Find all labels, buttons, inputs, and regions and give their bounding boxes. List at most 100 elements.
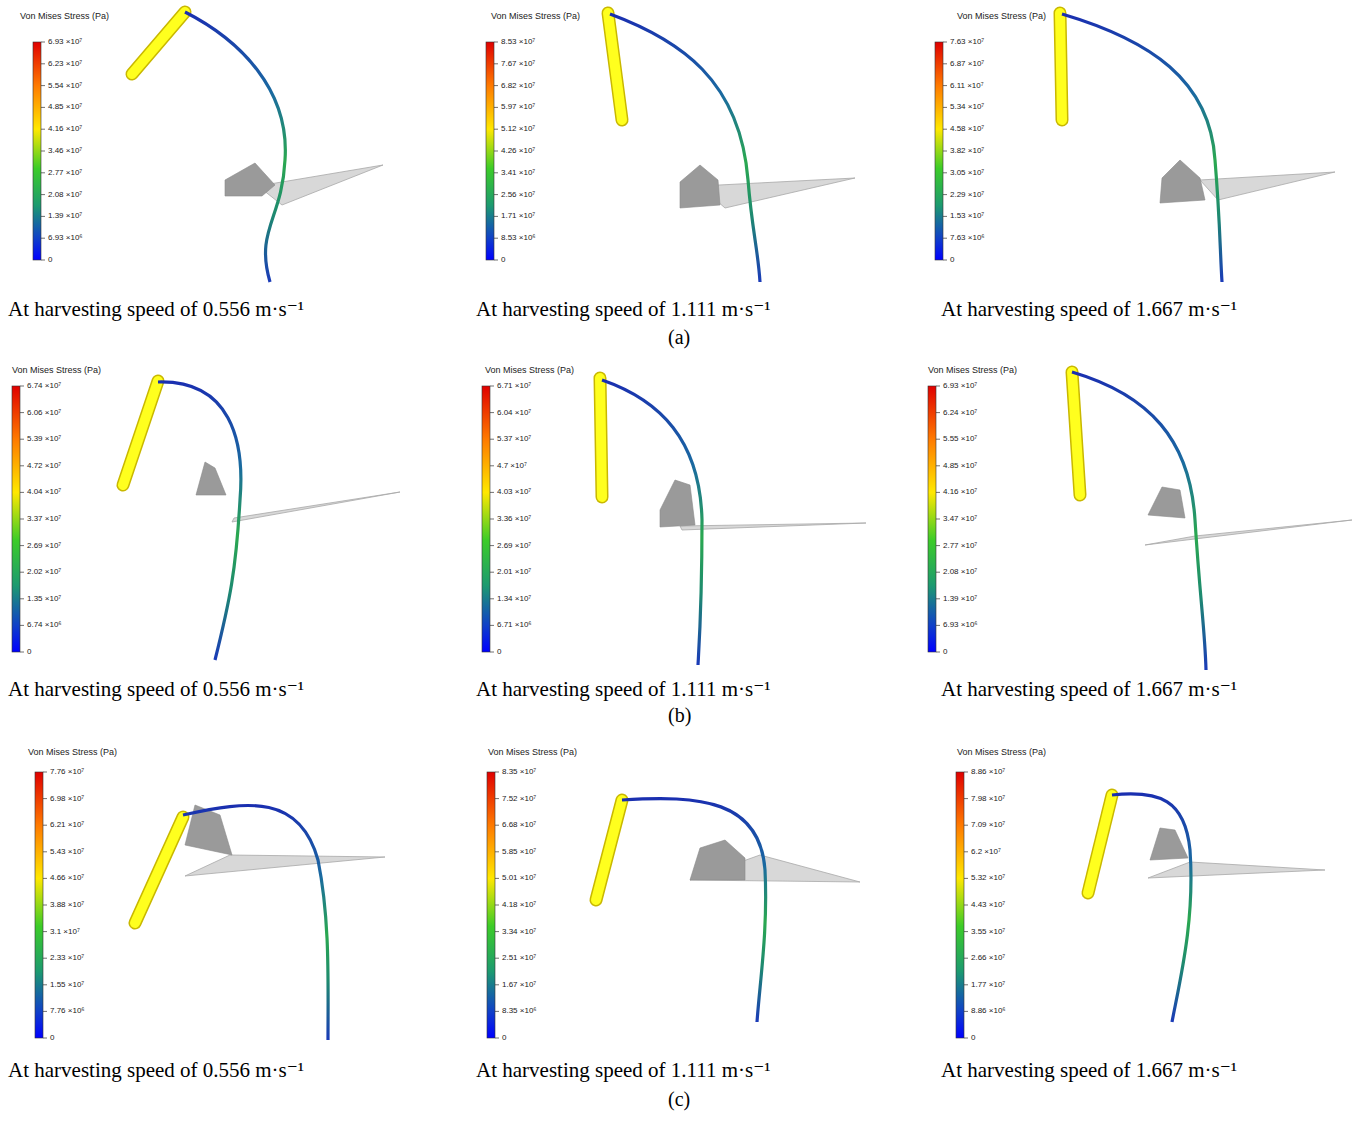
- colorbar-value: 7.63 ×10⁶: [950, 233, 985, 242]
- colorbar-tick-mark: [41, 194, 45, 195]
- colorbar-tick-mark: [490, 439, 494, 440]
- panel-caption: At harvesting speed of 1.667 m·s⁻¹: [941, 297, 1237, 322]
- colorbar-value: 3.46 ×10⁷: [48, 146, 82, 155]
- colorbar-value: 5.97 ×10⁷: [501, 102, 535, 111]
- colorbar-tick-mark: [936, 572, 940, 573]
- reel-bar-face: [608, 13, 622, 120]
- colorbar-tick-mark: [495, 878, 499, 879]
- crop-stalk: [610, 14, 760, 282]
- colorbar-value: 7.09 ×10⁷: [971, 820, 1005, 829]
- colorbar-tick-mark: [964, 1011, 968, 1012]
- colorbar-tick-mark: [495, 798, 499, 799]
- colorbar-tick-mark: [936, 492, 940, 493]
- colorbar-value: 1.35 ×10⁷: [27, 594, 61, 603]
- cutter-blade: [258, 165, 383, 205]
- colorbar-tick-mark: [494, 172, 498, 173]
- colorbar-value: 3.37 ×10⁷: [27, 514, 61, 523]
- colorbar-value: 1.34 ×10⁷: [497, 594, 531, 603]
- colorbar-value: 5.55 ×10⁷: [943, 434, 977, 443]
- cutter-head: [225, 163, 275, 196]
- colorbar-value: 6.68 ×10⁷: [502, 820, 536, 829]
- colorbar-value: 2.51 ×10⁷: [502, 953, 536, 962]
- colorbar-value: 2.69 ×10⁷: [497, 541, 531, 550]
- colorbar-tick-mark: [495, 905, 499, 906]
- colorbar-tick-mark: [494, 151, 498, 152]
- cutter-blade: [185, 855, 385, 876]
- colorbar-value: 2.56 ×10⁷: [501, 190, 535, 199]
- crop-stalk: [158, 382, 241, 660]
- colorbar-tick-mark: [943, 216, 947, 217]
- colorbar-value: 0: [501, 255, 505, 264]
- colorbar-tick-mark: [20, 439, 24, 440]
- reel-bar-face: [1060, 13, 1062, 120]
- colorbar-value: 4.18 ×10⁷: [502, 900, 536, 909]
- colorbar: [486, 42, 498, 260]
- colorbar-tick-mark: [494, 42, 498, 43]
- colorbar-value: 1.53 ×10⁷: [950, 211, 984, 220]
- reel-bar: [600, 378, 602, 497]
- simulation-scene: [132, 12, 383, 282]
- colorbar-tick-mark: [494, 216, 498, 217]
- colorbar-value: 2.02 ×10⁷: [27, 567, 61, 576]
- colorbar-title: Von Mises Stress (Pa): [20, 11, 109, 21]
- colorbar-title: Von Mises Stress (Pa): [957, 11, 1046, 21]
- colorbar-tick-mark: [43, 1038, 47, 1039]
- colorbar-value: 6.2 ×10⁷: [971, 847, 1001, 856]
- cutter-head: [1148, 487, 1185, 518]
- colorbar-value: 6.93 ×10⁶: [943, 620, 978, 629]
- colorbar: [12, 386, 24, 652]
- colorbar-tick-mark: [936, 439, 940, 440]
- colorbar-value: 1.71 ×10⁷: [501, 211, 535, 220]
- colorbar-value: 4.7 ×10⁷: [497, 461, 527, 470]
- reel-bar-face: [1088, 795, 1112, 893]
- colorbar-tick-mark: [495, 1038, 499, 1039]
- colorbar-value: 4.43 ×10⁷: [971, 900, 1005, 909]
- colorbar-tick-mark: [41, 238, 45, 239]
- reel-bar-face: [123, 381, 158, 485]
- cutter-blade: [680, 523, 866, 530]
- colorbar-value: 6.21 ×10⁷: [50, 820, 84, 829]
- colorbar-gradient: [928, 386, 936, 652]
- colorbar-tick-mark: [43, 984, 47, 985]
- colorbar-tick-mark: [936, 652, 940, 653]
- colorbar-tick-mark: [490, 519, 494, 520]
- colorbar-title: Von Mises Stress (Pa): [957, 747, 1046, 757]
- reel-bar: [132, 12, 185, 74]
- colorbar-value: 2.77 ×10⁷: [943, 541, 977, 550]
- colorbar-value: 0: [27, 647, 31, 656]
- colorbar-tick-mark: [943, 260, 947, 261]
- cutter-head: [660, 480, 695, 527]
- colorbar-tick-mark: [20, 412, 24, 413]
- panel-letter: (a): [668, 326, 690, 349]
- colorbar-tick-mark: [964, 825, 968, 826]
- simulation-scene: [135, 805, 385, 1040]
- colorbar-tick-mark: [490, 412, 494, 413]
- colorbar-tick-mark: [495, 851, 499, 852]
- simulation-scene: [600, 378, 866, 665]
- colorbar-tick-mark: [43, 931, 47, 932]
- colorbar-gradient: [935, 42, 943, 260]
- colorbar-tick-mark: [490, 652, 494, 653]
- colorbar-tick-mark: [494, 260, 498, 261]
- reel-bar: [1072, 372, 1080, 495]
- colorbar-value: 7.52 ×10⁷: [502, 794, 536, 803]
- reel-bar-face: [1072, 372, 1080, 495]
- colorbar-value: 5.43 ×10⁷: [50, 847, 84, 856]
- colorbar-tick-mark: [495, 931, 499, 932]
- colorbar-tick-mark: [936, 465, 940, 466]
- colorbar: [35, 772, 47, 1038]
- colorbar-tick-mark: [20, 545, 24, 546]
- colorbar-value: 5.01 ×10⁷: [502, 873, 536, 882]
- colorbar-tick-mark: [495, 825, 499, 826]
- panel-caption: At harvesting speed of 0.556 m·s⁻¹: [8, 677, 304, 702]
- colorbar-tick-mark: [936, 412, 940, 413]
- colorbar-tick-mark: [943, 85, 947, 86]
- colorbar-tick-mark: [495, 772, 499, 773]
- panel-caption: At harvesting speed of 1.667 m·s⁻¹: [941, 677, 1237, 702]
- colorbar-value: 6.24 ×10⁷: [943, 408, 977, 417]
- colorbar-value: 3.41 ×10⁷: [501, 168, 535, 177]
- colorbar-value: 3.36 ×10⁷: [497, 514, 531, 523]
- cutter-blade: [700, 178, 855, 208]
- colorbar-value: 4.58 ×10⁷: [950, 124, 984, 133]
- reel-bar-face: [132, 12, 185, 74]
